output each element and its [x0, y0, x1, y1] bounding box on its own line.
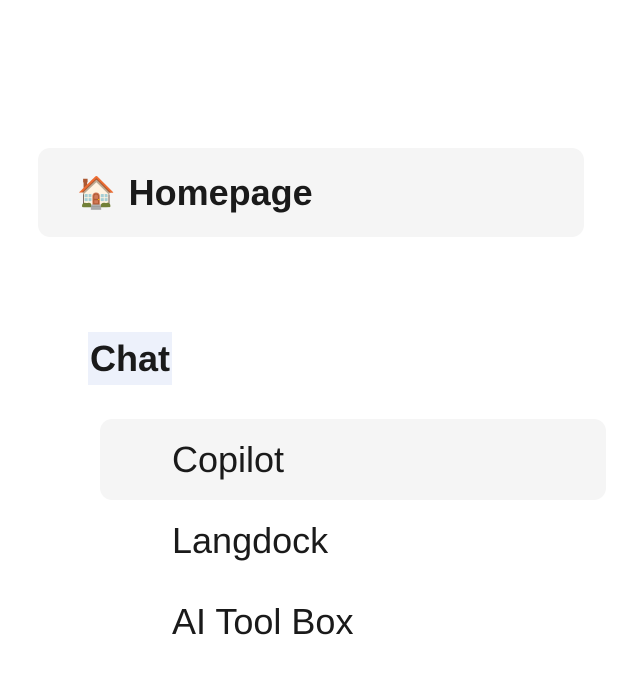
- homepage-link-label: Homepage: [128, 171, 313, 213]
- list-item-label: Langdock: [172, 519, 329, 561]
- list-item-copilot[interactable]: Copilot: [100, 419, 606, 500]
- section-heading-text: Chat: [88, 332, 172, 385]
- homepage-link[interactable]: 🏠 Homepage: [38, 148, 584, 237]
- list-item-langdock[interactable]: Langdock: [100, 500, 606, 581]
- house-icon: 🏠: [77, 175, 116, 210]
- list-item-label: AI Tool Box: [172, 600, 354, 642]
- list-item-label: Copilot: [172, 438, 285, 480]
- list-item-ai-tool-box[interactable]: AI Tool Box: [100, 581, 606, 662]
- section-heading-chat: Chat: [88, 332, 172, 385]
